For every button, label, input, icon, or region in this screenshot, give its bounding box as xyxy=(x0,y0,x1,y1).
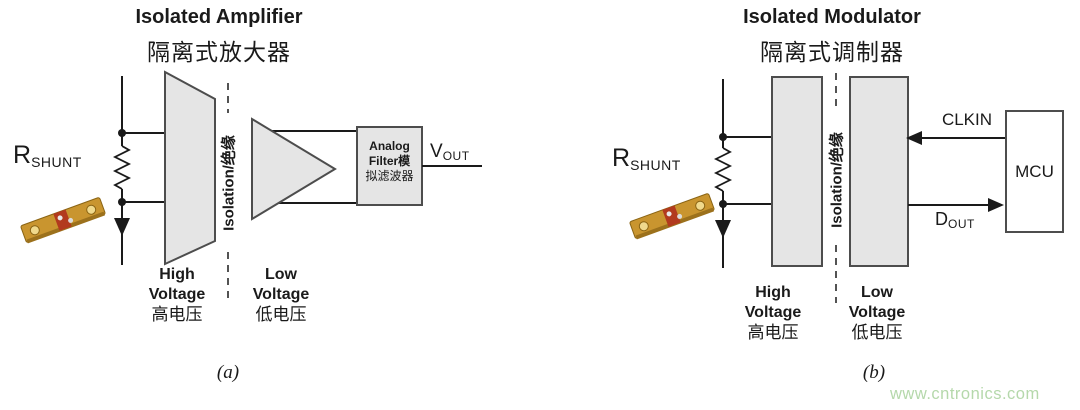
isolation-amp-input-trapezoid xyxy=(164,70,216,266)
rshunt-base: R xyxy=(612,144,631,172)
high-voltage-label-a: High Voltage 高电压 xyxy=(127,265,227,325)
hv-line2: Voltage xyxy=(744,304,802,321)
hv-line2: Voltage xyxy=(148,286,206,303)
resistor-zigzag-icon-b xyxy=(713,147,733,192)
vout-sub: OUT xyxy=(442,149,470,163)
resistor-zigzag-icon-a xyxy=(112,145,132,190)
low-voltage-label-b: Low Voltage 低电压 xyxy=(827,283,927,343)
vout-base: V xyxy=(430,141,443,162)
watermark-text: www.cntronics.com xyxy=(890,385,1040,403)
rshunt-sub: SHUNT xyxy=(630,157,681,173)
current-arrow-down-icon xyxy=(715,220,731,238)
diagram-a-title-en: Isolated Amplifier xyxy=(135,6,303,28)
low-voltage-label-a: Low Voltage 低电压 xyxy=(231,265,331,325)
shunt-resistor-image xyxy=(20,197,106,244)
diagram-b-title-zh: 隔离式调制器 xyxy=(760,40,904,65)
modulator-hv-block xyxy=(771,76,823,267)
diagram-a-title-zh: 隔离式放大器 xyxy=(147,40,291,65)
dout-sub: OUT xyxy=(948,217,975,231)
high-voltage-label-b: High Voltage 高电压 xyxy=(723,283,823,343)
lv-zh: 低电压 xyxy=(255,305,307,324)
dout-base: D xyxy=(935,209,948,229)
lv-line2: Voltage xyxy=(252,286,310,303)
lv-line1: Low xyxy=(861,284,893,301)
mcu-box xyxy=(1005,110,1064,233)
analog-filter-box xyxy=(356,126,423,206)
filter-line3: 拟滤波器 xyxy=(365,169,414,183)
hv-line1: High xyxy=(755,284,791,301)
lv-zh: 低电压 xyxy=(851,323,903,342)
caption-b: (b) xyxy=(862,362,886,383)
diagram-b-title-en: Isolated Modulator xyxy=(743,6,921,28)
isolation-label-a: Isolation/绝缘 xyxy=(220,135,238,231)
caption-a: (a) xyxy=(216,362,240,383)
rshunt-base: R xyxy=(13,141,32,169)
clkin-label: CLKIN xyxy=(941,110,993,129)
hv-zh: 高电压 xyxy=(747,323,799,342)
rshunt-label-b: RSHUNT xyxy=(612,144,681,173)
lv-line1: Low xyxy=(265,266,297,283)
hv-zh: 高电压 xyxy=(151,305,203,324)
shunt-resistor-image xyxy=(629,193,715,240)
lv-line2: Voltage xyxy=(848,304,906,321)
junction-dot xyxy=(719,200,727,208)
dout-arrow-right-icon xyxy=(988,198,1004,212)
rshunt-label-a: RSHUNT xyxy=(13,141,82,170)
analog-filter-label: Analog Filter模 拟滤波器 xyxy=(357,139,422,184)
current-arrow-down-icon xyxy=(114,218,130,236)
junction-dot xyxy=(118,198,126,206)
amplifier-triangle-icon xyxy=(251,117,337,221)
dout-label: DOUT xyxy=(935,209,975,231)
filter-line1: Analog xyxy=(369,139,410,153)
clkin-arrow-left-icon xyxy=(906,131,922,145)
vout-label: VOUT xyxy=(430,141,470,163)
modulator-lv-block xyxy=(849,76,909,267)
rshunt-sub: SHUNT xyxy=(31,154,82,170)
isolation-label-b: Isolation/绝缘 xyxy=(828,132,846,228)
hv-line1: High xyxy=(159,266,195,283)
mcu-label: MCU xyxy=(1015,162,1054,181)
filter-line2: Filter模 xyxy=(368,154,411,168)
junction-dot xyxy=(118,129,126,137)
junction-dot xyxy=(719,133,727,141)
